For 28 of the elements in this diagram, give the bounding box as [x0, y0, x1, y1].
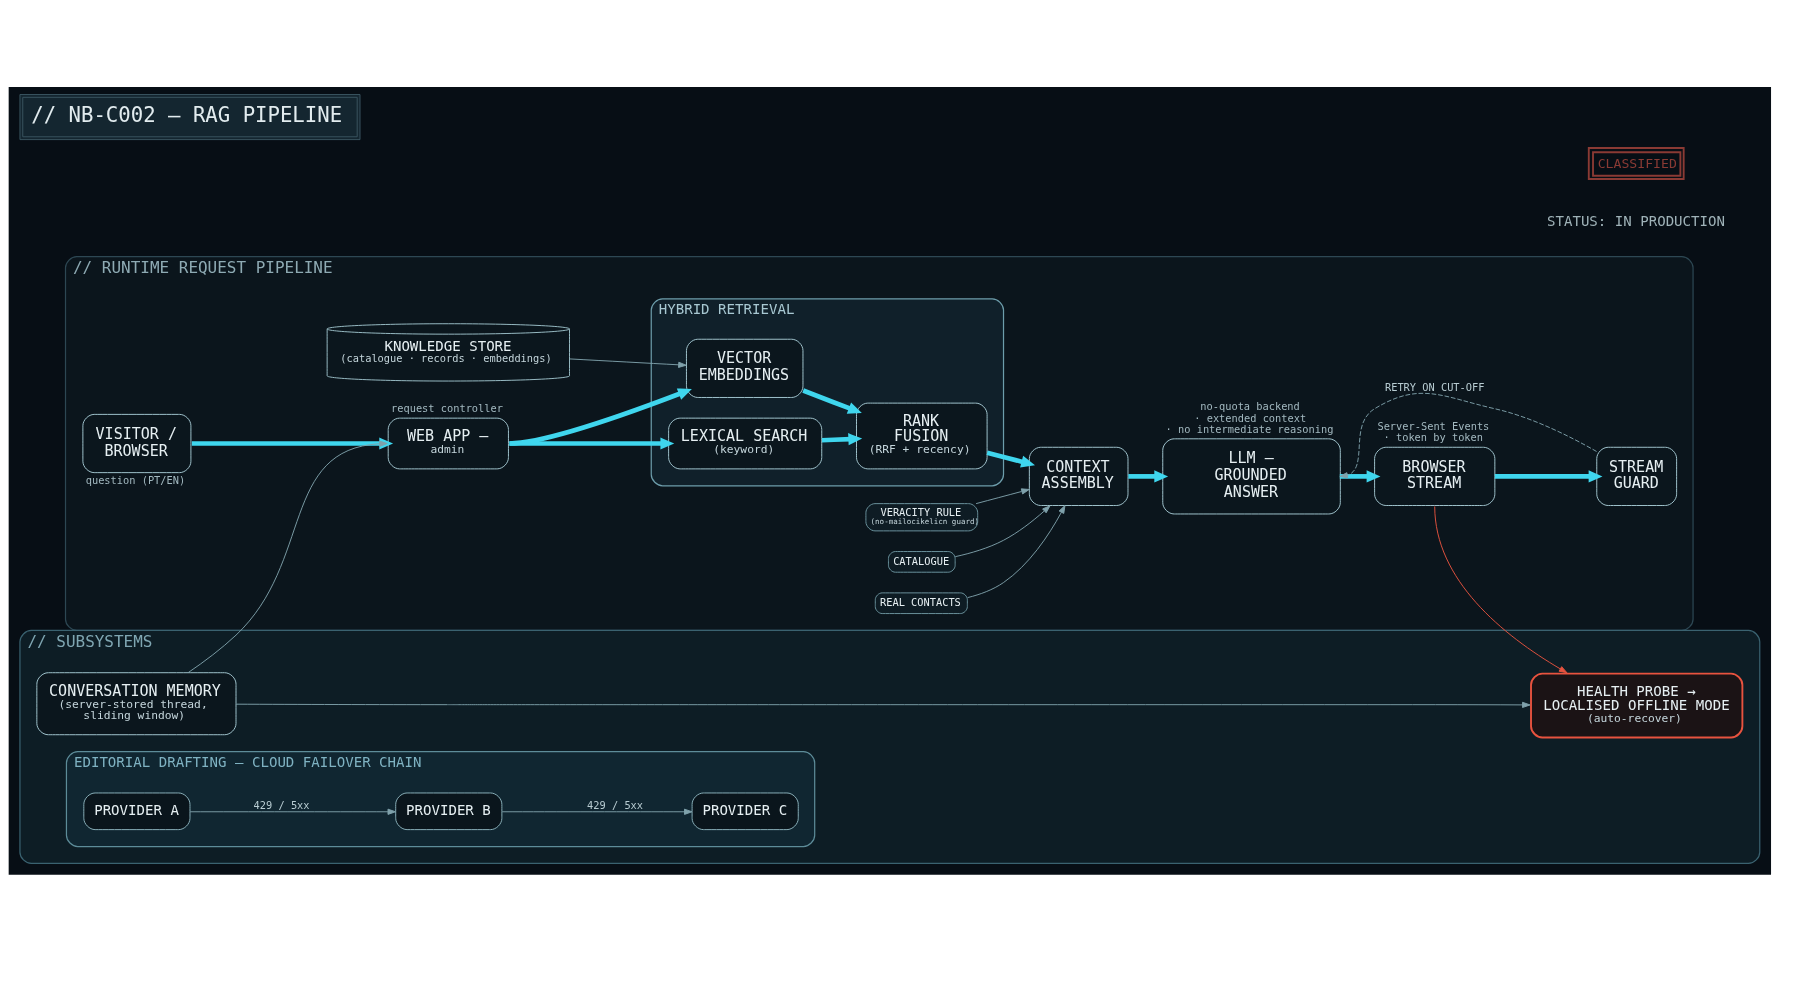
arrow: [1339, 470, 1381, 483]
edge-label: RETRY ON CUT-OFF: [1384, 380, 1485, 393]
arrow: [1339, 392, 1597, 479]
arrow: [191, 437, 394, 450]
arrow: [235, 701, 1531, 708]
arrow: [802, 388, 862, 414]
label: STATUS: IN PRODUCTION: [1546, 212, 1725, 229]
node-label: Server-Sent Events · token by token: [1377, 420, 1490, 444]
arrow: [187, 440, 388, 674]
arrow: [986, 450, 1036, 468]
arrow: [1494, 470, 1603, 483]
arrow: [509, 388, 692, 446]
arrow: [1434, 505, 1568, 674]
node-label: request controller: [391, 402, 503, 415]
edge-label: 429 / 5xx: [253, 798, 310, 811]
node-label: question (PT/EN): [85, 473, 186, 486]
label: CLASSIFIED: [1597, 155, 1677, 171]
edge-label: 429 / 5xx: [587, 798, 644, 811]
arrow: [569, 358, 687, 368]
arrow: [501, 808, 693, 815]
arrow: [1128, 470, 1169, 483]
diagram-title: // NB-C002 — RAG PIPELINE: [31, 103, 343, 128]
arrow: [954, 505, 1051, 558]
node-label: no-quota backend · extended context · no intermediate reasoning: [1165, 400, 1334, 435]
arrow: [189, 808, 396, 815]
arrow: [975, 488, 1030, 505]
arrow: [967, 505, 1066, 599]
arrow: [821, 433, 863, 446]
